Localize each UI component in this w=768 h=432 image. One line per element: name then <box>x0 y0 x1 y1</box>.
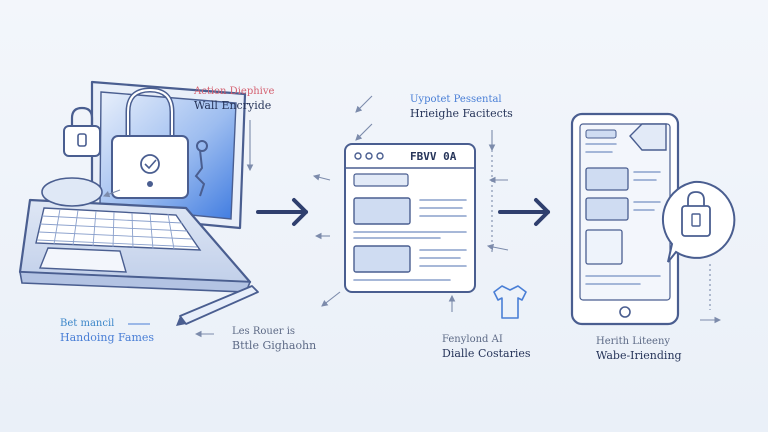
label-bottom-center-right-line2: Dialle Costaries <box>442 346 531 360</box>
browser-window-title: FBVV 0A <box>410 150 457 163</box>
label-top-center-line1: Uypotet Pessental <box>410 94 502 105</box>
label-top-left-line1: Action Diephive <box>194 86 275 97</box>
label-bottom-left-line1: Bet mancil <box>60 318 115 329</box>
label-top-left-line2: Wall Encryide <box>194 98 272 112</box>
browser-window-icon <box>344 143 476 293</box>
connector-lines <box>102 95 722 338</box>
small-padlock-icon <box>63 106 101 157</box>
shirt-icon <box>493 285 527 319</box>
label-top-center: Uypotet Pessental Hrieighe Facitects <box>410 94 513 120</box>
label-bottom-right: Herith Liteeny Wabe-Iriending <box>596 336 682 362</box>
label-bottom-right-line2: Wabe-Iriending <box>596 348 682 362</box>
label-bottom-center-right: Fenylond AI Dialle Costaries <box>442 334 531 360</box>
flow-arrow-2 <box>498 198 550 226</box>
shield-lock-icon <box>661 180 736 263</box>
flow-arrow-1 <box>256 198 308 226</box>
mobile-phone-icon <box>570 112 680 326</box>
label-bottom-center-left: Les Rouer is Bttle Gighaohn <box>232 326 316 352</box>
label-bottom-left-line2: Handoing Fames <box>60 330 155 344</box>
label-bottom-left: Bet mancil Handoing Fames <box>60 318 154 344</box>
label-top-center-line2: Hrieighe Facitects <box>410 106 513 120</box>
pen-icon <box>176 285 259 326</box>
padlock-icon <box>111 87 189 199</box>
label-bottom-center-right-line1: Fenylond AI <box>442 334 503 345</box>
label-bottom-right-line1: Herith Liteeny <box>596 336 671 347</box>
key-chain-icon <box>194 140 208 197</box>
label-bottom-center-left-line1: Les Rouer is <box>232 326 296 337</box>
label-bottom-center-left-line2: Bttle Gighaohn <box>232 338 317 352</box>
label-top-left: Action Diephive Wall Encryide <box>194 86 274 112</box>
